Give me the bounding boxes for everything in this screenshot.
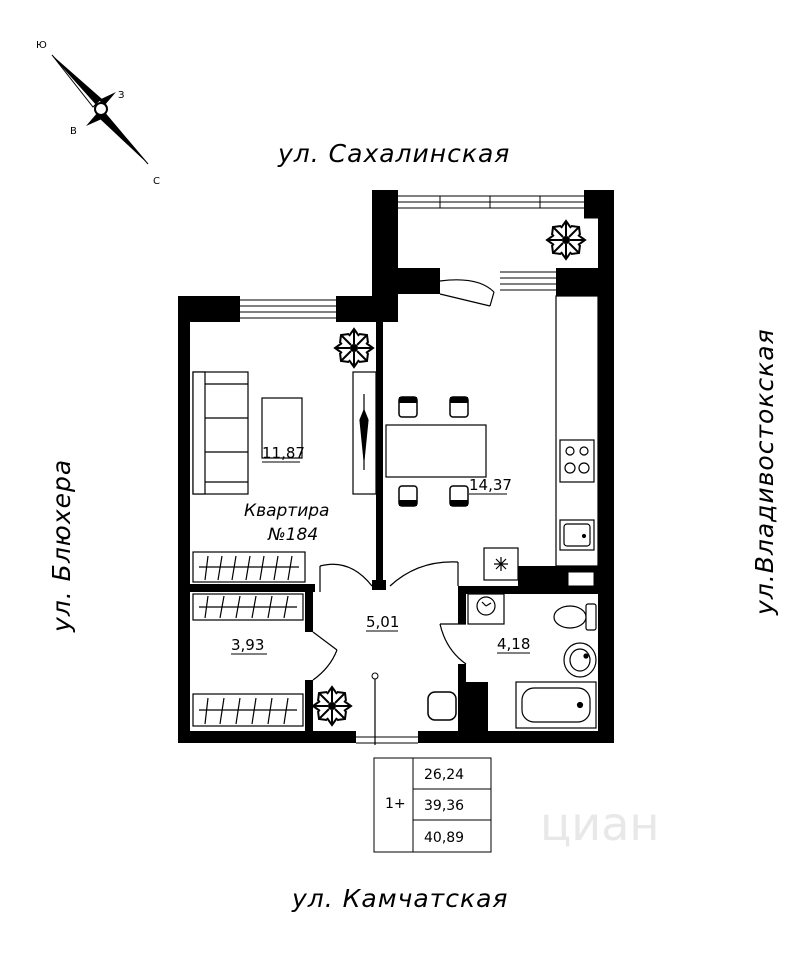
wardrobe-top <box>192 593 304 621</box>
entrance-marker <box>371 672 379 680</box>
kitchen-area-label: 14,37 <box>469 476 512 494</box>
street-top-label: ул. Сахалинская <box>277 139 510 168</box>
walls <box>178 190 614 743</box>
sofa <box>192 371 249 495</box>
bathtub <box>515 681 597 729</box>
vent-icon <box>483 547 519 581</box>
chair <box>398 396 418 418</box>
doors <box>312 279 495 745</box>
street-bottom-label: ул. Камчатская <box>291 884 508 913</box>
coffee-table <box>261 397 303 459</box>
apartment-number: №184 <box>267 525 318 545</box>
sink <box>563 642 597 678</box>
plant-icon <box>334 328 374 368</box>
compass-east-label: В <box>70 126 77 137</box>
street-left-label: ул. Блюхера <box>47 459 76 633</box>
toilet <box>553 603 597 631</box>
plant-icon <box>546 220 586 260</box>
apartment-title: Квартира <box>244 501 329 521</box>
compass-west-label: З <box>118 90 124 101</box>
compass-south-label: Ю <box>36 40 47 51</box>
kitchen-counter <box>555 295 599 567</box>
wardrobe-bottom <box>192 693 304 727</box>
fridge <box>567 571 595 587</box>
wardrobe-living <box>192 551 306 583</box>
chair <box>449 485 469 507</box>
summary-total-area: 39,36 <box>424 798 464 814</box>
plant-icon <box>312 686 352 726</box>
chair <box>449 396 469 418</box>
windows <box>240 195 605 744</box>
living-area-label: 11,87 <box>262 444 305 462</box>
washing-machine <box>467 593 505 625</box>
wardrobe-area-label: 3,93 <box>231 636 264 654</box>
bath-area-label: 4,18 <box>497 635 530 653</box>
summary-total-with-balcony: 40,89 <box>424 830 464 846</box>
compass-north-label: С <box>153 176 160 187</box>
hall-area-label: 5,01 <box>366 613 399 631</box>
compass-icon: Ю З В С <box>36 40 160 187</box>
hall-seat <box>427 691 457 721</box>
summary-living-area: 26,24 <box>424 767 464 783</box>
tv-stand <box>352 371 377 495</box>
watermark: циан <box>540 797 659 851</box>
chair <box>398 485 418 507</box>
summary-table <box>373 757 492 853</box>
street-right-label: ул.Владивостокская <box>750 328 779 616</box>
summary-rooms: 1+ <box>385 796 406 812</box>
dining-table <box>385 424 487 478</box>
